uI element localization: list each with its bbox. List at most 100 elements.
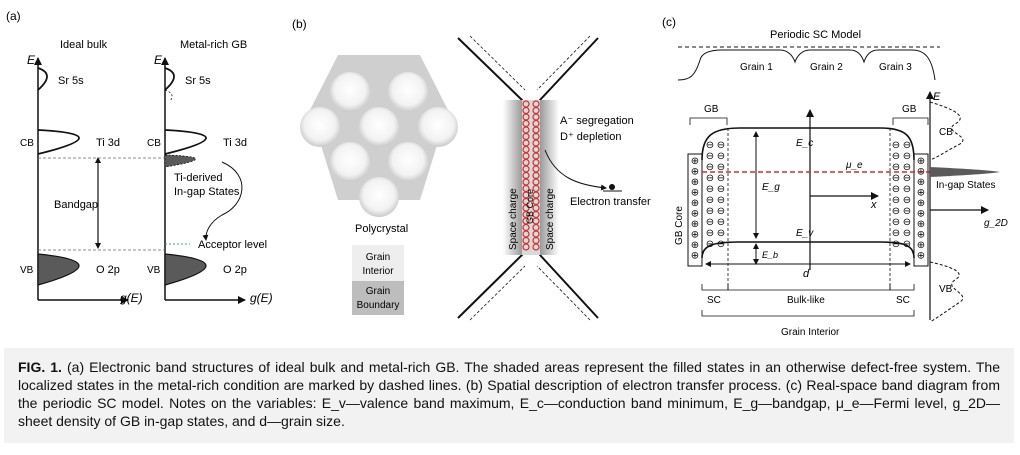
minus-charge-glyph: ⊖ (903, 173, 911, 184)
space-charge-label-right: Space charge (545, 188, 556, 250)
legend-boundary-1: Grain (366, 286, 390, 297)
minus-charge-glyph: ⊖ (892, 217, 900, 228)
minus-charge-glyph: ⊖ (717, 184, 725, 195)
plus-charge-glyph: ⊕ (917, 188, 925, 199)
plus-charge-glyph: ⊕ (917, 251, 925, 262)
gb-core-label: GB Core (525, 189, 535, 224)
minus-charge-glyph: ⊖ (706, 195, 714, 206)
plus-charge-glyph: ⊕ (691, 209, 699, 220)
space-charge-label-left: Space charge (508, 188, 519, 250)
minus-charge-glyph: ⊖ (892, 162, 900, 173)
grain-braces (677, 49, 936, 81)
gb-core-charge (522, 243, 530, 251)
panel-b-label: (b) (292, 17, 307, 31)
grain2-label: Grain 2 (810, 62, 843, 73)
left-sr5s-label: Sr 5s (58, 75, 84, 87)
ev-label: E_v (796, 228, 814, 239)
grain-circle (330, 142, 370, 182)
minus-charge-glyph: ⊖ (892, 184, 900, 195)
gb-core-c-label: GB Core (674, 206, 685, 245)
minus-charge-glyph: ⊖ (903, 217, 911, 228)
minus-charge-glyph: ⊖ (706, 228, 714, 239)
panel-a: (a) Ideal bulk Metal-rich GB E E Sr 5s T… (6, 9, 273, 305)
gb-core-charge (532, 243, 540, 251)
minus-charge-glyph: ⊖ (717, 228, 725, 239)
plus-charge-glyph: ⊕ (917, 198, 925, 209)
minus-charge-glyph: ⊖ (892, 151, 900, 162)
plus-charge-glyph: ⊕ (691, 156, 699, 167)
gb-dash (469, 35, 526, 91)
grain-circle (388, 142, 428, 182)
minus-charge-glyph: ⊖ (717, 173, 725, 184)
minus-charge-glyph: ⊖ (903, 184, 911, 195)
grain-circles (300, 72, 458, 217)
left-vb-label: VB (20, 265, 34, 276)
minus-charge-glyph: ⊖ (717, 140, 725, 151)
acceptor-arrow (202, 161, 243, 241)
minus-charge-glyph: ⊖ (717, 162, 725, 173)
gb-core-charges (522, 100, 540, 251)
gb-right-bracket (892, 117, 929, 125)
a-segregation-label: A⁻ segregation (560, 115, 634, 127)
grain-interior-label: Grain Interior (781, 327, 840, 338)
grain3-label: Grain 3 (879, 62, 912, 73)
vb-dos-label: VB (939, 284, 953, 295)
legend-interior-1: Grain (366, 252, 390, 263)
right-cb-label: CB (147, 138, 161, 149)
minus-charge-glyph: ⊖ (706, 151, 714, 162)
sc-left-bracket (701, 284, 729, 291)
grain-circle (359, 107, 399, 147)
grain-circle (330, 72, 370, 112)
right-ti3d-label: Ti 3d (223, 137, 247, 149)
minus-charge-glyph: ⊖ (717, 217, 725, 228)
cb-dos-label: CB (939, 127, 953, 138)
minus-charge-glyph: ⊖ (706, 173, 714, 184)
minus-charge-glyph: ⊖ (892, 173, 900, 184)
x-label: x (870, 199, 877, 211)
plus-charge-glyph: ⊕ (691, 177, 699, 188)
panel-b: (b) Polycrystal Grain Interior Grain Bou… (292, 17, 651, 321)
minus-charge-glyph: ⊖ (717, 151, 725, 162)
gb-dash (469, 265, 526, 321)
left-cb-label: CB (20, 138, 34, 149)
panel-a-label: (a) (6, 9, 21, 23)
minus-charge-glyph: ⊖ (892, 206, 900, 217)
right-vb-label: VB (147, 265, 161, 276)
sc-left-label: SC (707, 295, 721, 306)
left-vb-band (37, 253, 80, 286)
right-sr5s-band (164, 67, 175, 91)
grain-circle (418, 107, 458, 147)
gb-core-plus-left: ⊕⊕⊕⊕⊕⊕⊕⊕⊕⊕ (691, 156, 699, 262)
grain-interior-bracket (701, 310, 915, 317)
periodic-model-title: Periodic SC Model (770, 29, 861, 41)
grain1-label: Grain 1 (740, 62, 773, 73)
bulk-label: Bulk-like (787, 295, 825, 306)
electron-transfer-arrow (544, 149, 607, 191)
metal-rich-title: Metal-rich GB (180, 39, 247, 51)
minus-charge-glyph: ⊖ (892, 195, 900, 206)
minus-charge-glyph: ⊖ (903, 140, 911, 151)
bandgap-label: Bandgap (54, 199, 98, 211)
left-o2p-label: O 2p (96, 264, 120, 276)
gb-left-label: GB (704, 104, 719, 115)
mu-label: μ_e (845, 160, 863, 171)
gb-core-box-left (687, 153, 703, 267)
minus-charge-glyph: ⊖ (903, 228, 911, 239)
minus-charge-glyph: ⊖ (903, 206, 911, 217)
space-charge-right (540, 100, 559, 255)
electron-transfer-label: Electron transfer (570, 196, 651, 208)
ingap-dos-label: In-gap States (936, 180, 995, 191)
minus-charge-glyph: ⊖ (706, 162, 714, 173)
minus-charge-glyph: ⊖ (717, 206, 725, 217)
bulk-bracket (727, 284, 891, 291)
minus-charge-glyph: ⊖ (892, 140, 900, 151)
plus-charge-glyph: ⊕ (691, 219, 699, 230)
plus-charge-glyph: ⊕ (917, 177, 925, 188)
left-cb-band (37, 129, 80, 155)
plus-charge-glyph: ⊕ (917, 240, 925, 251)
right-o2p-label: O 2p (223, 264, 247, 276)
valence-band-edge (701, 241, 915, 259)
plus-charge-glyph: ⊕ (917, 209, 925, 220)
gb-core-region (522, 100, 540, 255)
electron-dot (609, 184, 615, 190)
